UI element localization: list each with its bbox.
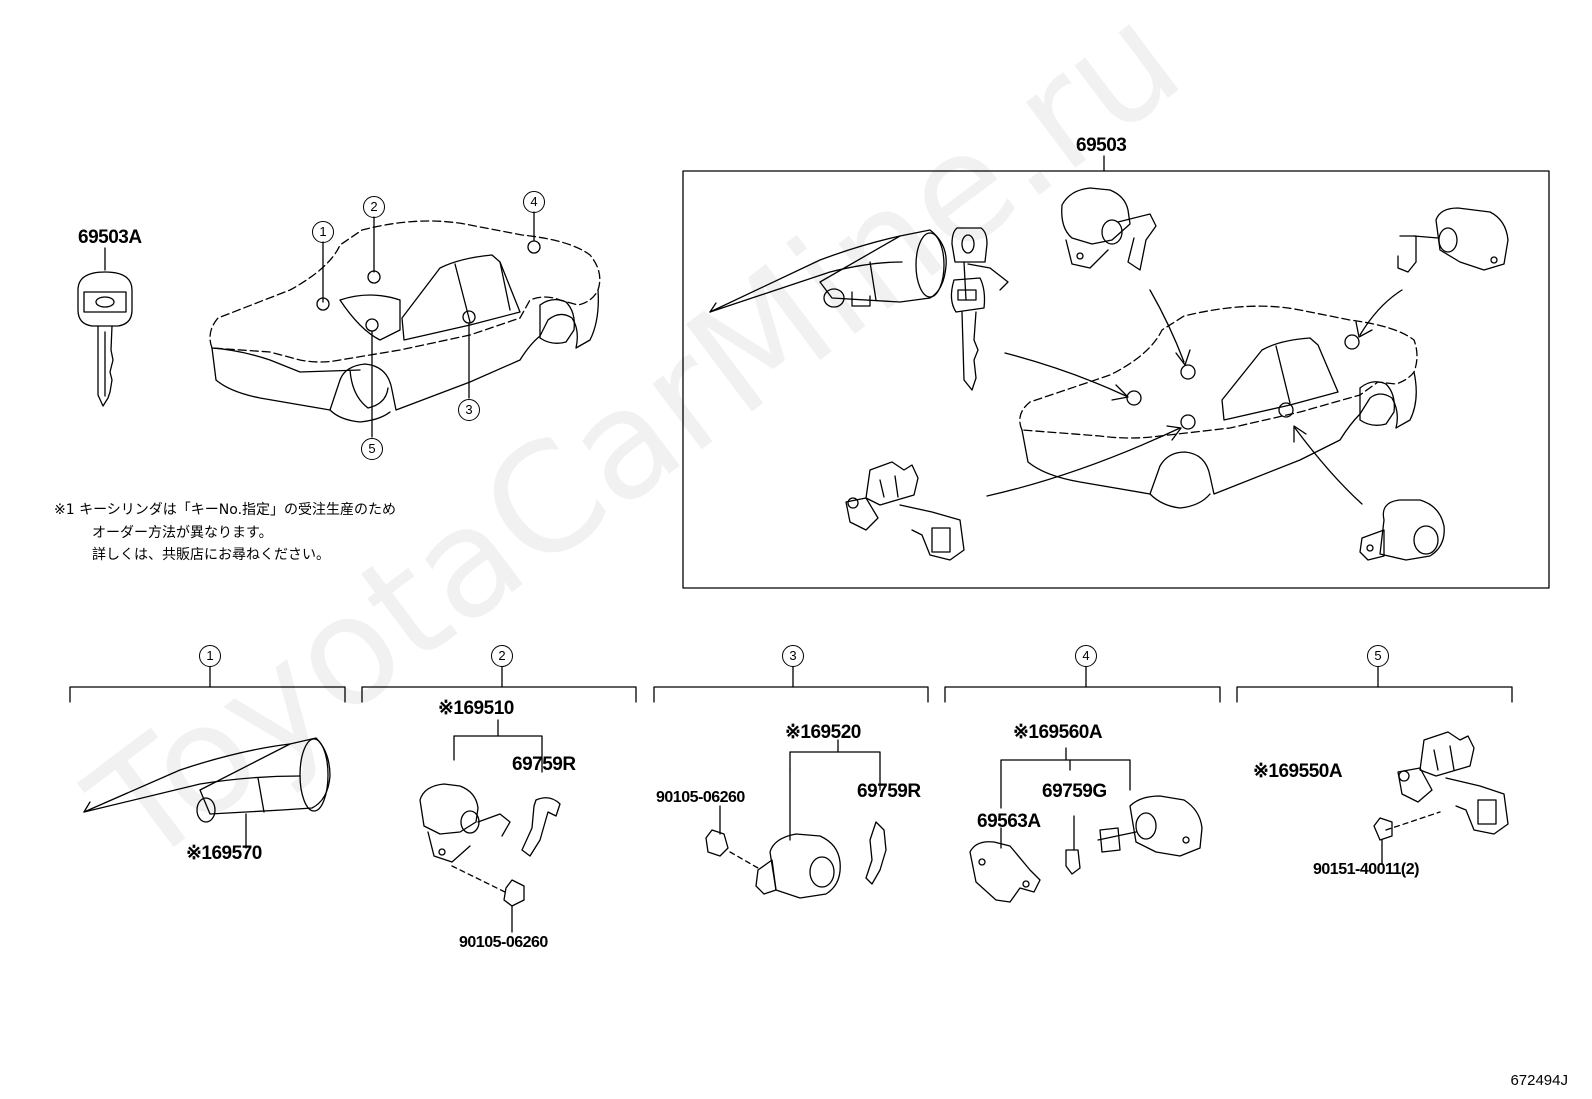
overview-callout-2: 2 [363,196,385,218]
hood-lock-set [845,461,965,561]
set-part-number: 69503 [1076,135,1127,156]
part-label-69759R-g2: 69759R [512,754,576,775]
group5-parts [1373,731,1509,865]
group3-parts [705,739,887,899]
group-number-4: 4 [1075,645,1097,667]
part-label-90105-06260-g2: 90105-06260 [459,934,548,951]
note-line-2: オーダー方法が異なります。 [92,525,273,541]
car-overview-left [209,220,601,423]
group4-parts [969,747,1203,903]
set-arrows [986,289,1403,505]
door-cylinder-set-bottom [1359,499,1445,561]
key-illustration [77,247,133,407]
door-cylinder-set-top [1061,187,1157,271]
overview-callout-3: 3 [458,399,480,421]
group-number-5: 5 [1367,645,1389,667]
car-overview-right [1019,305,1418,509]
part-label-69563A: 69563A [977,811,1041,832]
part-label-169550A: ※169550A [1253,761,1343,782]
group-number-3: 3 [782,645,804,667]
part-label-169510: ※169510 [438,698,514,719]
group-number-2: 2 [491,645,513,667]
key-part-number: 69503A [78,227,142,248]
group-number-1: 1 [199,645,221,667]
overview-leaders [316,211,541,438]
part-label-169570: ※169570 [186,843,262,864]
group-brackets [69,666,1513,703]
part-label-169520: ※169520 [785,722,861,743]
part-label-69759R-g3: 69759R [857,781,921,802]
overview-callout-4: 4 [523,191,545,213]
keys-set [950,227,1009,391]
note-line-1: ※1 キーシリンダは「キーNo.指定」の受注生産のため [54,502,397,518]
overview-callout-1: 1 [312,221,334,243]
key-set-frame [682,170,1550,589]
part-label-90151-40011: 90151-40011(2) [1313,861,1419,878]
group2-parts [419,719,561,933]
luggage-cylinder-set [1397,207,1509,273]
part-label-69759G: 69759G [1042,781,1107,802]
overview-callout-5: 5 [361,438,383,460]
drawing-code: 672494J [1510,1072,1568,1089]
note-line-3: 詳しくは、共販店にお尋ねください。 [92,547,330,563]
ignition-cylinder-set [709,229,947,313]
part-label-169560A: ※169560A [1013,722,1103,743]
group1-ignition-cylinder [83,737,331,849]
part-label-90105-06260-g3: 90105-06260 [656,789,745,806]
